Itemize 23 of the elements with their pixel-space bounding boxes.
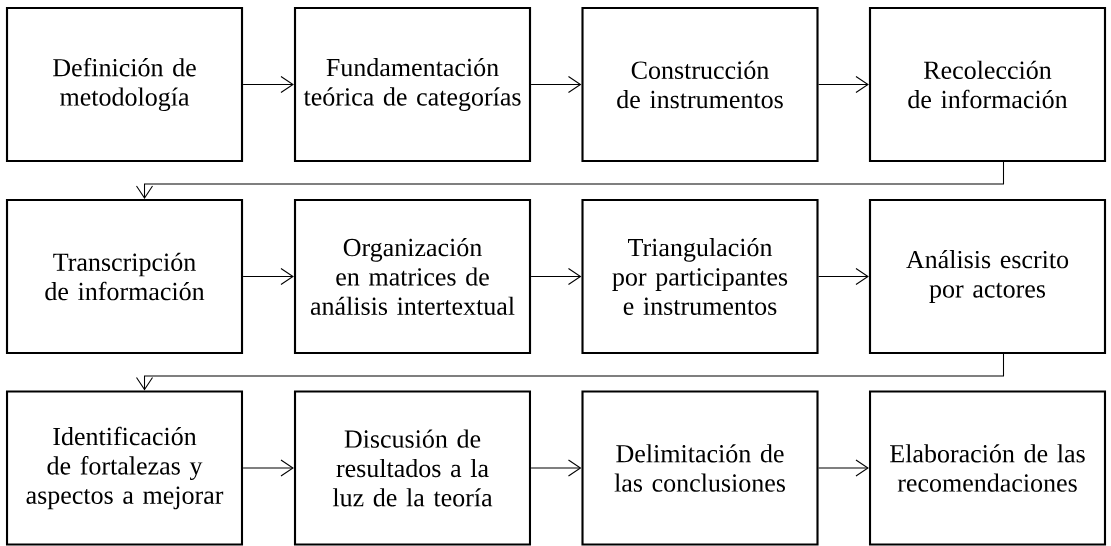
arrow bbox=[135, 353, 1005, 391]
arrow bbox=[242, 75, 294, 94]
arrow bbox=[242, 459, 294, 477]
process-box: Elaboración de las recomendaciones bbox=[868, 390, 1107, 546]
arrow bbox=[530, 267, 582, 286]
arrow bbox=[242, 267, 294, 286]
arrow bbox=[530, 75, 582, 94]
process-box: Fundamentación teórica de categorías bbox=[293, 6, 532, 163]
process-box: Triangulación por participantes e instrumentos bbox=[581, 198, 819, 355]
process-box: Organización en matrices de análisis intertextual bbox=[293, 198, 532, 355]
arrow bbox=[530, 459, 582, 477]
process-box: Recolección de información bbox=[868, 6, 1107, 163]
process-box: Transcripción de información bbox=[5, 198, 244, 355]
process-box: Discusión de resultados a la luz de la teoría bbox=[293, 390, 532, 546]
arrow bbox=[135, 161, 1005, 199]
arrow bbox=[818, 459, 869, 477]
process-box: Construcción de instrumentos bbox=[581, 6, 819, 163]
arrow bbox=[818, 75, 869, 94]
process-box: Definición de metodología bbox=[5, 6, 244, 163]
arrow bbox=[818, 267, 869, 286]
process-box: Delimitación de las conclusiones bbox=[581, 390, 819, 546]
process-box: Identificación de fortalezas y aspectos a mejorar bbox=[5, 390, 244, 546]
process-box: Análisis escrito por actores bbox=[868, 198, 1107, 355]
